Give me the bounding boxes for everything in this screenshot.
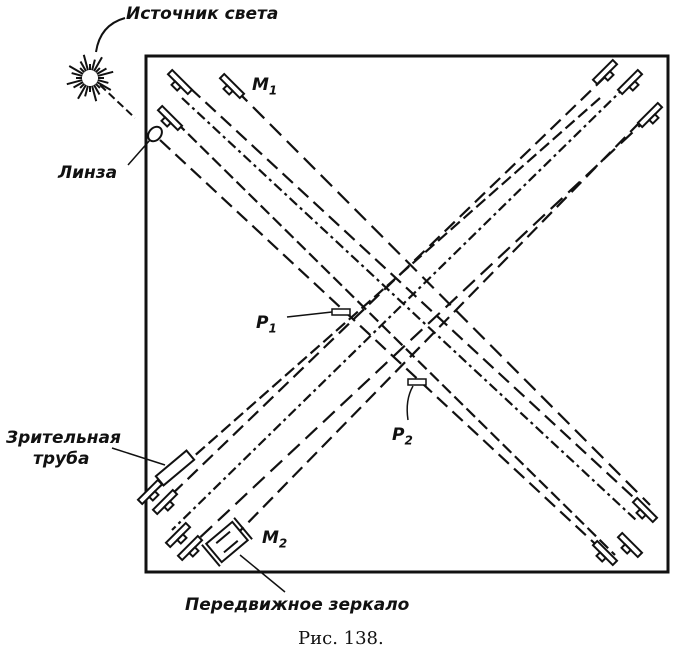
mirror-plate bbox=[166, 68, 194, 96]
beam-line bbox=[159, 139, 606, 554]
mirror-plate bbox=[616, 68, 644, 96]
figure-caption: Рис. 138. bbox=[298, 628, 384, 649]
light-ray bbox=[96, 67, 107, 75]
light-ray bbox=[97, 79, 109, 84]
light-ray bbox=[66, 79, 83, 86]
beam-line bbox=[191, 115, 651, 546]
mirror-icon bbox=[218, 72, 246, 100]
m2-label: M2 bbox=[262, 528, 288, 551]
light-source-icon bbox=[66, 54, 114, 102]
lens-leader bbox=[127, 139, 151, 166]
light-ray bbox=[79, 67, 86, 74]
light-ray bbox=[68, 65, 84, 75]
mirror-icon bbox=[136, 478, 164, 506]
beam-line bbox=[175, 121, 616, 556]
mirror-plate bbox=[616, 531, 644, 559]
movable-mirror-icon bbox=[201, 517, 253, 567]
mirror-mount bbox=[160, 115, 173, 128]
mirror-icon bbox=[164, 521, 192, 549]
mirror-icon bbox=[591, 539, 619, 567]
light-ray bbox=[93, 84, 101, 95]
light-ray bbox=[73, 81, 84, 89]
table-frame bbox=[144, 54, 670, 574]
mirror-mount bbox=[620, 542, 633, 555]
mirror-icon bbox=[591, 58, 619, 86]
movable-mirror-leader bbox=[239, 554, 286, 593]
plate-p1 bbox=[331, 308, 351, 316]
light-ray bbox=[77, 84, 87, 100]
telescope-icon bbox=[154, 449, 196, 487]
beam-line bbox=[235, 121, 641, 536]
mirror-mount bbox=[162, 499, 175, 512]
mirror-mount bbox=[187, 545, 200, 558]
mirror-mount bbox=[147, 489, 160, 502]
p1-label: P1 bbox=[256, 313, 277, 336]
lens-label: Линза bbox=[58, 163, 118, 183]
beam-line bbox=[157, 97, 601, 489]
light-ray bbox=[96, 81, 112, 91]
light-ray bbox=[79, 82, 86, 89]
mirror-mount bbox=[647, 112, 660, 125]
light-ray bbox=[71, 72, 83, 77]
mirror-mount bbox=[595, 550, 608, 563]
light-ray bbox=[82, 54, 89, 71]
mirror-mount bbox=[627, 79, 640, 92]
beam-line bbox=[235, 89, 651, 506]
mirror-icon bbox=[151, 488, 179, 516]
light-source-label: Источник света bbox=[126, 4, 279, 24]
mirror-plate bbox=[164, 521, 192, 549]
mirror-mount bbox=[222, 83, 235, 96]
p2-leader bbox=[406, 385, 414, 421]
movable-mirror-label: Передвижное зеркало bbox=[185, 595, 410, 615]
mirror-plate bbox=[636, 101, 664, 129]
mirror-icon bbox=[631, 496, 659, 524]
mirror-icon bbox=[176, 534, 204, 562]
beam-line bbox=[189, 87, 646, 509]
plate-p2 bbox=[407, 378, 427, 386]
light-beams bbox=[157, 75, 651, 556]
mirror-icon bbox=[616, 68, 644, 96]
mirror-plate bbox=[218, 72, 246, 100]
light-ray bbox=[94, 67, 101, 74]
mirror-plate bbox=[156, 104, 184, 132]
m1-label: M1 bbox=[252, 75, 278, 98]
mirror-icon bbox=[156, 104, 184, 132]
beam-line bbox=[171, 85, 627, 531]
mirror-plate bbox=[631, 496, 659, 524]
p2-label: P2 bbox=[392, 425, 413, 448]
mirrors bbox=[136, 58, 664, 567]
light-ray bbox=[91, 85, 98, 102]
light-ray bbox=[79, 61, 87, 72]
source-ray bbox=[99, 84, 136, 119]
source-leader bbox=[95, 17, 126, 53]
p1-leader bbox=[286, 311, 333, 318]
mirror-icon bbox=[616, 531, 644, 559]
light-ray bbox=[91, 59, 96, 71]
telescope-label-1: Зрительная bbox=[6, 428, 121, 448]
mirror-mount bbox=[175, 532, 188, 545]
light-ray bbox=[84, 85, 89, 97]
mirror-icon bbox=[166, 68, 194, 96]
light-ray bbox=[97, 70, 114, 77]
light-ray bbox=[94, 82, 101, 89]
beam-line bbox=[181, 97, 637, 521]
mirror-plate bbox=[136, 478, 164, 506]
telescope-label-2: труба bbox=[33, 449, 90, 469]
mirror-plate bbox=[591, 58, 619, 86]
telescope-leader bbox=[111, 447, 166, 466]
light-ray bbox=[93, 56, 103, 72]
mirror-mount bbox=[170, 79, 183, 92]
beam-line bbox=[165, 75, 607, 501]
mirror-mount bbox=[602, 69, 615, 82]
mirror-mount bbox=[635, 507, 648, 520]
mirror-icon bbox=[636, 101, 664, 129]
